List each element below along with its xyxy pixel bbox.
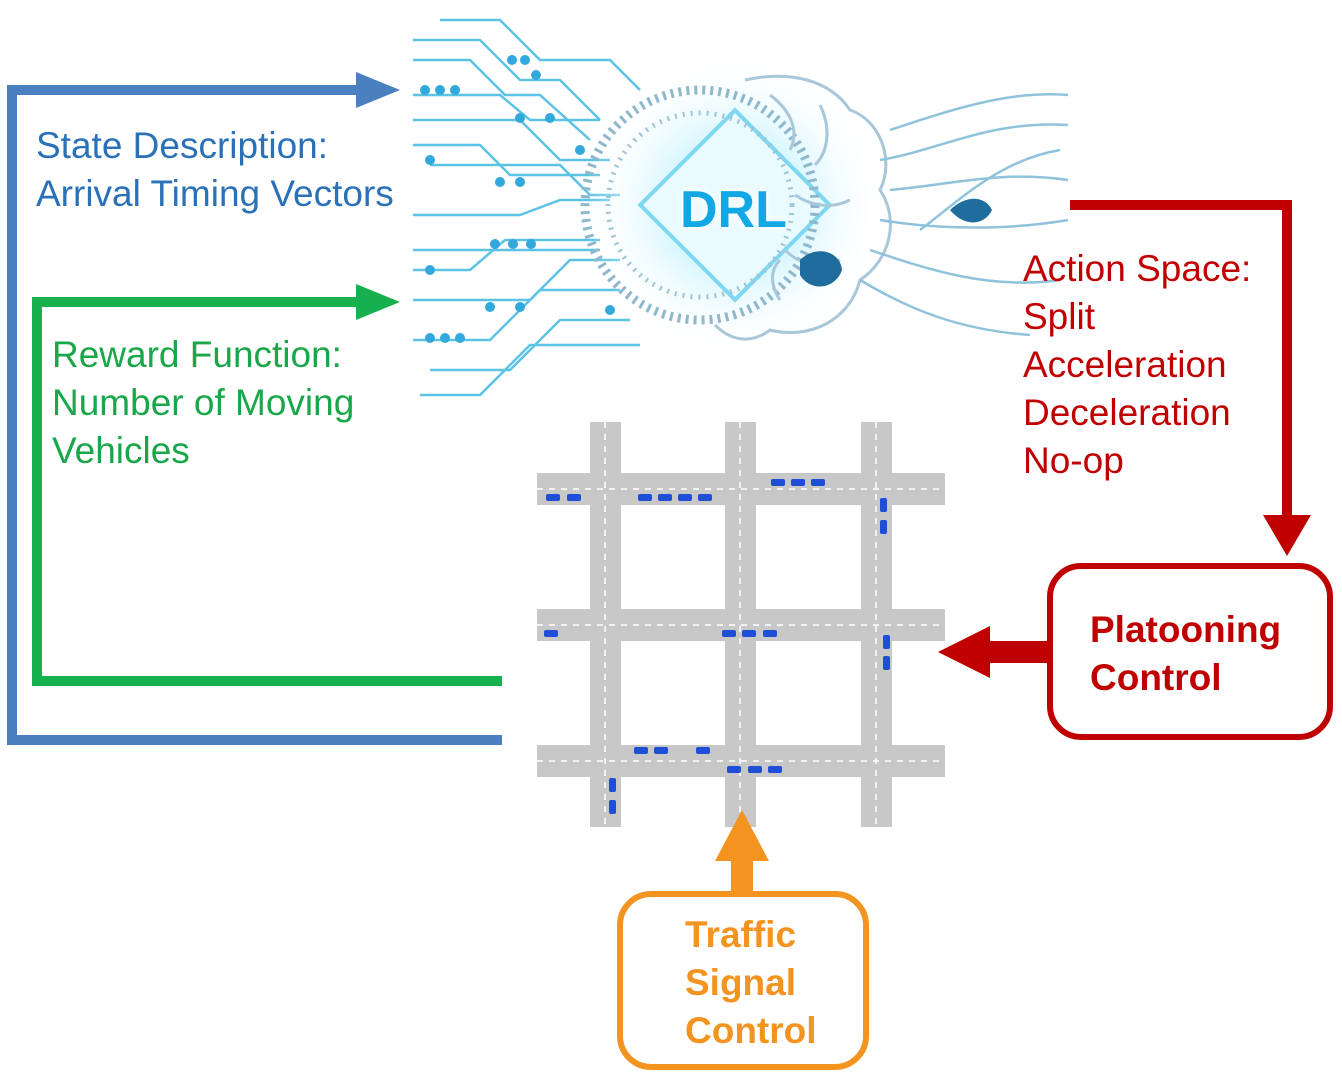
reward-function-title: Reward Function: <box>52 334 342 375</box>
reward-function-line1: Number of Moving <box>52 382 355 423</box>
drl-label: DRL <box>680 181 787 239</box>
platooning-control-box <box>1047 563 1333 740</box>
traffic-signal-control-line1: Traffic <box>685 914 797 955</box>
reward-feedback-arrow <box>32 297 502 686</box>
platooning-control-line2: Control <box>1090 657 1222 698</box>
reward-function-line2: Vehicles <box>52 430 190 471</box>
traffic-signal-control-line3: Control <box>685 1010 817 1051</box>
traffic-signal-control-box <box>617 891 869 1070</box>
action-item-split: Split <box>1023 296 1095 337</box>
state-feedback-arrow <box>7 85 502 745</box>
state-description-value: Arrival Timing Vectors <box>36 173 394 214</box>
action-arrow <box>1070 200 1292 518</box>
action-item-deceleration: Deceleration <box>1023 392 1231 433</box>
state-description-title: State Description: <box>36 125 329 166</box>
traffic-signal-control-line2: Signal <box>685 962 797 1003</box>
car-icon <box>544 479 890 814</box>
action-item-noop: No-op <box>1023 440 1124 481</box>
action-space-title: Action Space: <box>1023 248 1252 289</box>
action-item-acceleration: Acceleration <box>1023 344 1227 385</box>
platooning-control-line1: Platooning <box>1090 609 1282 650</box>
